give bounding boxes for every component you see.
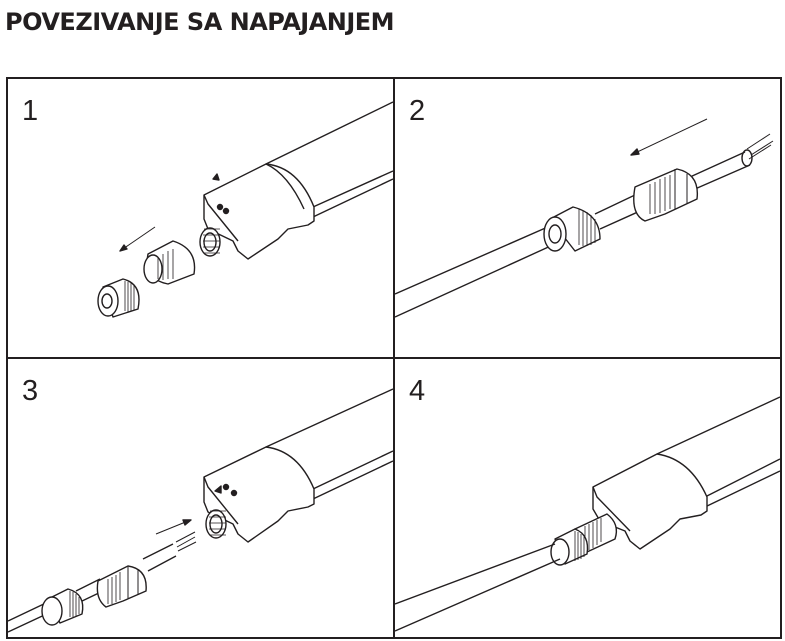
lamp-disassembly-illustration: [8, 79, 393, 357]
step-panel-4: 4: [395, 359, 780, 637]
step-panel-3: 3: [8, 359, 395, 637]
step-number: 1: [22, 95, 39, 127]
step-number: 4: [409, 375, 426, 407]
cable-threading-illustration: [395, 79, 780, 357]
page-title: POVEZIVANJE SA NAPAJANJEM: [5, 8, 395, 36]
step-number: 3: [22, 375, 39, 407]
step-panel-1: 1: [8, 79, 395, 359]
wire-insertion-illustration: [8, 359, 393, 637]
step-number: 2: [409, 95, 426, 127]
instruction-grid: 1: [6, 77, 782, 639]
step-panel-2: 2: [395, 79, 780, 359]
assembled-lamp-illustration: [395, 359, 780, 637]
